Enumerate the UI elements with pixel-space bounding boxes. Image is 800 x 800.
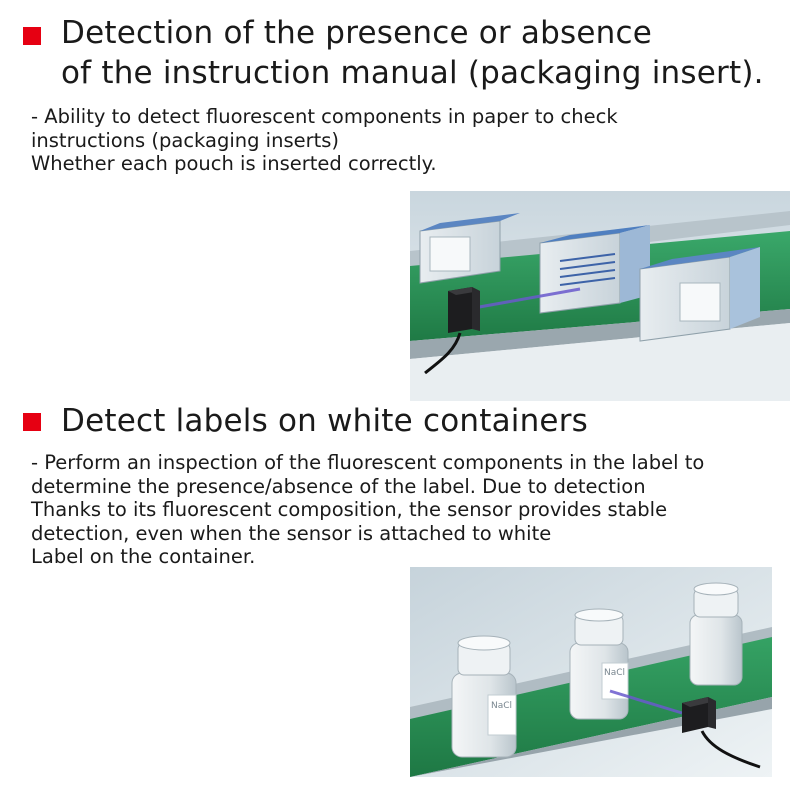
section1-bullet-icon: [23, 27, 41, 45]
section2-desc-line: determine the presence/absence of the la…: [31, 474, 646, 498]
section2-desc-line: detection, even when the sensor is attac…: [31, 521, 552, 545]
section1-desc-line: Whether each pouch is inserted correctly…: [31, 152, 437, 175]
section1-desc-line: - Ability to detect fluorescent componen…: [31, 105, 618, 128]
section2-desc-line: - Perform an inspection of the fluoresce…: [31, 451, 705, 474]
svg-text:NaCl: NaCl: [604, 668, 625, 678]
conveyor-boxes-sensor-illustration: [410, 191, 790, 401]
svg-text:NaCl: NaCl: [491, 701, 512, 711]
section2-desc-line: Thanks to its fluorescent composition, t…: [31, 498, 668, 521]
section2-heading: Detect labels on white containers: [61, 403, 589, 439]
section1-heading-line1: Detection of the presence or absence: [61, 15, 652, 51]
bottle-icon: NaCl: [569, 608, 629, 720]
section1-desc-line: instructions (packaging inserts): [31, 128, 340, 152]
section1-description: - Ability to detect fluorescent componen…: [31, 105, 618, 176]
section2-description: - Perform an inspection of the fluoresce…: [31, 451, 704, 569]
section2-desc-line: Label on the container.: [31, 545, 256, 568]
section1-heading-line2: of the instruction manual (packaging ins…: [61, 55, 764, 91]
section2-bullet-icon: [23, 413, 41, 431]
bottle-icon: [689, 582, 743, 686]
conveyor-bottles-sensor-illustration: NaCl NaCl: [410, 567, 772, 777]
bottle-icon: NaCl: [451, 635, 517, 758]
